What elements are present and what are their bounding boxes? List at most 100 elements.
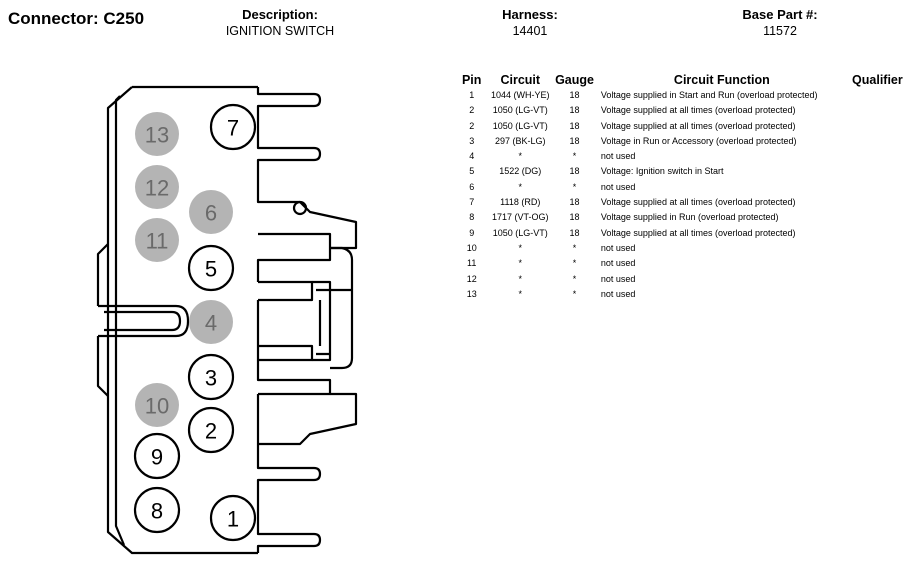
pin-number-label: 10 <box>145 394 169 419</box>
pin-number-label: 13 <box>145 123 169 148</box>
cell-qualifier <box>843 180 912 195</box>
pin-number-label: 8 <box>151 499 163 524</box>
pin-number-label: 11 <box>146 229 169 254</box>
description-label: Description: <box>242 7 318 22</box>
cell-gauge: 18 <box>569 227 580 238</box>
cell-circuit: 1050 (LG-VT) <box>492 120 548 131</box>
pin-number-label: 9 <box>151 445 163 470</box>
table-row: 11 * * not used <box>455 256 912 271</box>
cell-circuit-function: Voltage supplied at all times (overload … <box>600 120 796 131</box>
cell-qualifier <box>843 88 912 103</box>
pin-number-label: 1 <box>227 507 239 532</box>
cell-pin: 11 <box>467 258 477 269</box>
cell-circuit: 1050 (LG-VT) <box>492 227 548 238</box>
cell-circuit-function: not used <box>600 258 636 269</box>
cell-pin: 9 <box>469 227 475 238</box>
cell-circuit: * <box>518 181 523 192</box>
pin-cavity <box>187 353 235 401</box>
cell-gauge: * <box>572 258 577 269</box>
table-row: 5 1522 (DG) 18 Voltage: Ignition switch … <box>455 164 912 179</box>
cell-circuit: 1044 (WH-YE) <box>491 90 550 100</box>
column-header-circuit: Circuit <box>500 73 541 87</box>
table-row: 2 1050 (LG-VT) 18 Voltage supplied at al… <box>455 103 912 118</box>
cell-circuit: * <box>518 242 523 253</box>
connector-pin-11: 11 <box>135 218 179 262</box>
cell-pin: 12 <box>466 273 477 284</box>
cell-gauge: * <box>572 181 577 192</box>
cell-gauge: 18 <box>569 120 580 131</box>
cell-gauge: 18 <box>569 212 580 223</box>
connector-pin-3: 3 <box>187 353 235 401</box>
cell-pin: 1 <box>469 90 475 100</box>
cell-circuit-function: Voltage supplied at all times (overload … <box>600 227 796 238</box>
pin-cavity <box>135 165 179 209</box>
cell-circuit-function: not used <box>600 151 636 162</box>
column-header-qualifier: Qualifier <box>852 73 903 87</box>
cell-qualifier <box>843 103 912 118</box>
cell-qualifier <box>843 226 912 241</box>
pin-table: Pin Circuit Gauge Circuit Function Quali… <box>455 72 912 302</box>
pin-cavity <box>209 103 257 151</box>
cell-circuit: 1717 (VT-OG) <box>492 212 549 223</box>
pin-cavity <box>189 300 233 344</box>
table-row: 13 * * not used <box>455 287 912 302</box>
pin-table-header-row: Pin Circuit Gauge Circuit Function Quali… <box>455 72 912 88</box>
cell-circuit-function: not used <box>600 288 636 299</box>
pin-cavity <box>209 494 257 542</box>
column-header-circuit-function: Circuit Function <box>673 73 770 87</box>
pin-number-label: 12 <box>145 176 169 201</box>
cell-circuit: 1522 (DG) <box>499 166 542 177</box>
pin-cavity <box>133 486 181 534</box>
cell-qualifier <box>843 195 912 210</box>
cell-circuit: * <box>518 151 523 162</box>
column-header-gauge: Gauge <box>555 73 594 87</box>
cell-pin: 2 <box>469 120 475 131</box>
harness-block: Harness: 14401 <box>480 7 580 39</box>
table-row: 2 1050 (LG-VT) 18 Voltage supplied at al… <box>455 119 912 134</box>
cell-gauge: * <box>572 288 577 299</box>
cell-pin: 6 <box>469 181 475 192</box>
pin-cavity <box>187 406 235 454</box>
connector-pin-6: 6 <box>189 190 233 234</box>
connector-pin-1: 1 <box>209 494 257 542</box>
table-row: 10 * * not used <box>455 241 912 256</box>
cell-circuit-function: Voltage supplied in Run (overload protec… <box>600 212 779 223</box>
cell-pin: 4 <box>469 151 475 162</box>
pin-cavity <box>187 244 235 292</box>
pin-cavity <box>133 432 181 480</box>
connector-pin-10: 10 <box>135 383 179 427</box>
cell-qualifier <box>843 134 912 149</box>
table-row: 6 * * not used <box>455 180 912 195</box>
cell-gauge: * <box>572 151 577 162</box>
cell-circuit: 1050 (LG-VT) <box>492 105 548 116</box>
connector-title: Connector: C250 <box>8 9 145 28</box>
cell-qualifier <box>843 287 912 302</box>
cell-circuit-function: not used <box>600 273 636 284</box>
cell-circuit: 1118 (RD) <box>500 197 541 208</box>
harness-value: 14401 <box>512 24 548 38</box>
table-row: 1 1044 (WH-YE) 18 Voltage supplied in St… <box>455 88 912 103</box>
pin-cavity <box>135 112 179 156</box>
pin-number-label: 2 <box>205 419 217 444</box>
cell-pin: 5 <box>469 166 475 177</box>
base-part-block: Base Part #: 11572 <box>720 7 840 39</box>
connector-pin-8: 8 <box>133 486 181 534</box>
base-part-value: 11572 <box>763 24 797 38</box>
cell-circuit-function: Voltage supplied at all times (overload … <box>600 197 796 208</box>
connector-pin-13: 13 <box>135 112 179 156</box>
cell-pin: 2 <box>469 105 475 116</box>
pin-cavity <box>135 383 179 427</box>
pin-cavity <box>135 218 179 262</box>
pin-cavity <box>189 190 233 234</box>
cell-gauge: 18 <box>569 166 580 177</box>
table-row: 4 * * not used <box>455 149 912 164</box>
pin-number-label: 4 <box>205 311 217 336</box>
cell-gauge: 18 <box>569 90 580 100</box>
connector-pin-12: 12 <box>135 165 179 209</box>
description-value: IGNITION SWITCH <box>225 24 335 38</box>
cell-circuit-function: Voltage supplied in Start and Run (overl… <box>600 90 818 100</box>
description-block: Description: IGNITION SWITCH <box>200 7 360 39</box>
harness-label: Harness: <box>502 7 558 22</box>
